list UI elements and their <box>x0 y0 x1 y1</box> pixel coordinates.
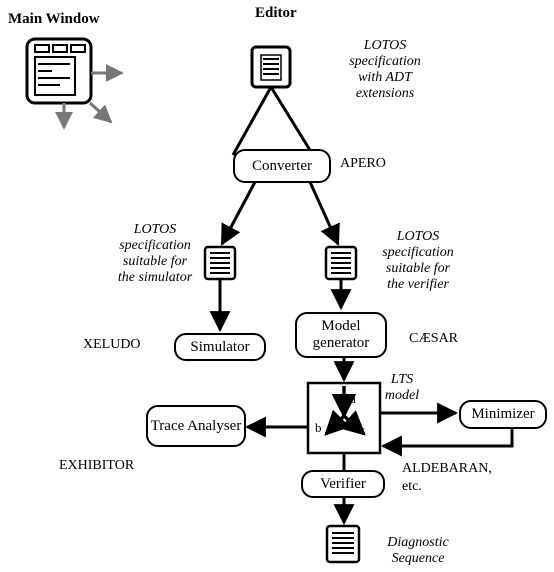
lts-model-icon <box>306 381 382 455</box>
converter-to-simulator-spec-arrow <box>220 181 257 246</box>
converter-to-verifier-spec-arrow <box>308 181 340 246</box>
main-window-title: Main Window <box>8 11 100 27</box>
verifier-spec-line-4: the verifier <box>387 277 449 292</box>
verifier-spec-line-2: specification <box>382 245 454 260</box>
exhibitor-label: EXHIBITOR <box>59 458 135 473</box>
simulator-box[interactable]: Simulator <box>174 333 266 361</box>
simulator-spec-caption: LOTOS specification suitable for the sim… <box>100 222 210 286</box>
caesar-label: CÆSAR <box>409 331 459 346</box>
converter-box[interactable]: Converter <box>233 149 331 183</box>
minimizer-box[interactable]: Minimizer <box>459 400 547 429</box>
aldebaran-label: ALDEBARAN, <box>402 461 492 476</box>
simulator-spec-document-icon <box>203 245 237 281</box>
aldebaran-etc-label: etc. <box>402 479 422 494</box>
simulator-spec-line-3: suitable for <box>122 254 188 269</box>
trace-analyser-box[interactable]: Trace Analyser <box>146 405 246 447</box>
editor-spec-caption: LOTOS specification with ADT extensions <box>325 38 445 102</box>
lts-label-b: b <box>315 420 322 435</box>
editor-title: Editor <box>255 5 297 21</box>
verifier-spec-line-3: suitable for <box>385 261 451 276</box>
verifier-spec-document-icon <box>324 245 358 281</box>
diagnostic-line-2: Sequence <box>391 551 445 566</box>
simulator-spec-line-4: the simulator <box>117 270 193 285</box>
xeludo-label: XELUDO <box>83 337 141 352</box>
editor-spec-line-4: extensions <box>355 86 415 101</box>
editor-to-converter-right <box>269 86 315 156</box>
lts-label-a: a <box>350 391 356 406</box>
editor-spec-document-icon <box>250 45 292 89</box>
apero-label: APERO <box>340 156 386 171</box>
lts-model-caption: LTS model <box>372 372 432 404</box>
minimizer-to-lts-arrow <box>380 429 514 457</box>
verifier-spec-line-1: LOTOS <box>396 229 440 244</box>
verifier-spec-caption: LOTOS specification suitable for the ver… <box>362 229 474 293</box>
editor-spec-line-3: with ADT <box>358 70 412 85</box>
editor-to-converter-left <box>231 86 273 156</box>
editor-spec-line-1: LOTOS <box>363 38 407 53</box>
simulator-spec-line-2: specification <box>119 238 191 253</box>
lts-model-line-2: model <box>384 388 420 403</box>
simulator-spec-line-1: LOTOS <box>133 222 177 237</box>
model-generator-box[interactable]: Model generator <box>295 312 387 358</box>
lts-model-line-1: LTS <box>390 372 414 387</box>
diagnostic-document-icon <box>325 524 361 564</box>
lts-label-c: c <box>359 422 365 437</box>
diagnostic-line-1: Diagnostic <box>387 535 449 550</box>
main-window-icon <box>25 37 124 130</box>
diagnostic-caption: Diagnostic Sequence <box>378 535 458 567</box>
editor-spec-line-2: specification <box>349 54 421 69</box>
verifier-box[interactable]: Verifier <box>301 470 385 498</box>
